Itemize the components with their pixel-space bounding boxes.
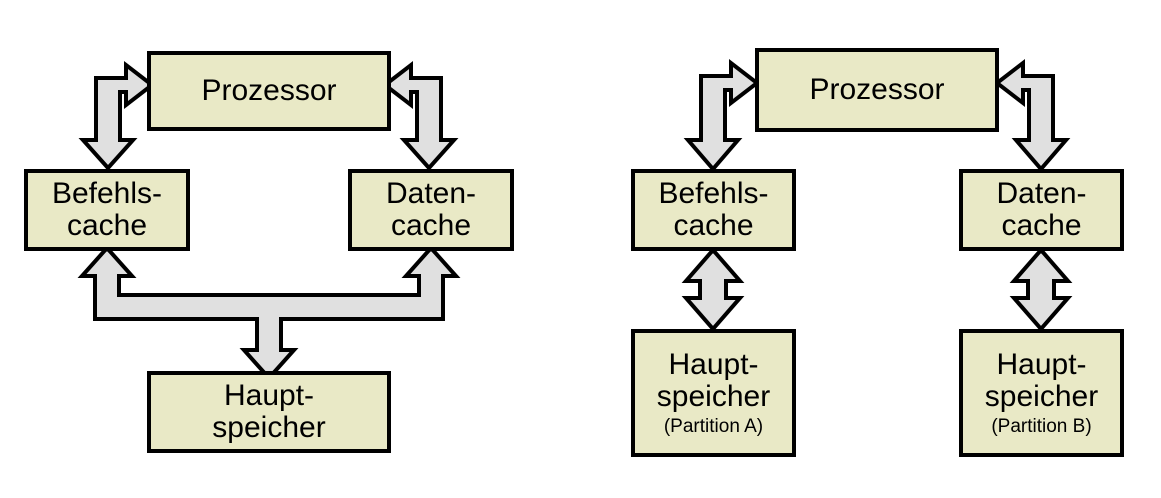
box-main-memory-left [147, 371, 391, 453]
arrow-processor-to-instruction-cache-left [78, 60, 156, 172]
box-instruction-cache-right [631, 169, 796, 251]
arrow-data-cache-to-memory-b [1009, 246, 1073, 333]
arrow-instruction-cache-to-memory-a [681, 246, 745, 333]
arrow-processor-to-instruction-cache-right [683, 58, 761, 173]
diagram-right-partitioned-memory [631, 48, 1124, 457]
box-processor-left [147, 51, 391, 131]
arrow-processor-to-data-cache-right [993, 58, 1071, 173]
box-data-cache-right [959, 169, 1124, 251]
diagram-left-shared-memory [24, 51, 514, 453]
box-main-memory-partition-b [959, 329, 1124, 457]
box-main-memory-partition-a [631, 329, 796, 457]
box-processor-right [755, 48, 999, 132]
box-data-cache-left [348, 169, 514, 251]
arrow-bus-caches-to-main-memory [77, 244, 461, 382]
arrow-processor-to-data-cache-left [381, 60, 459, 172]
box-instruction-cache-left [24, 169, 190, 251]
